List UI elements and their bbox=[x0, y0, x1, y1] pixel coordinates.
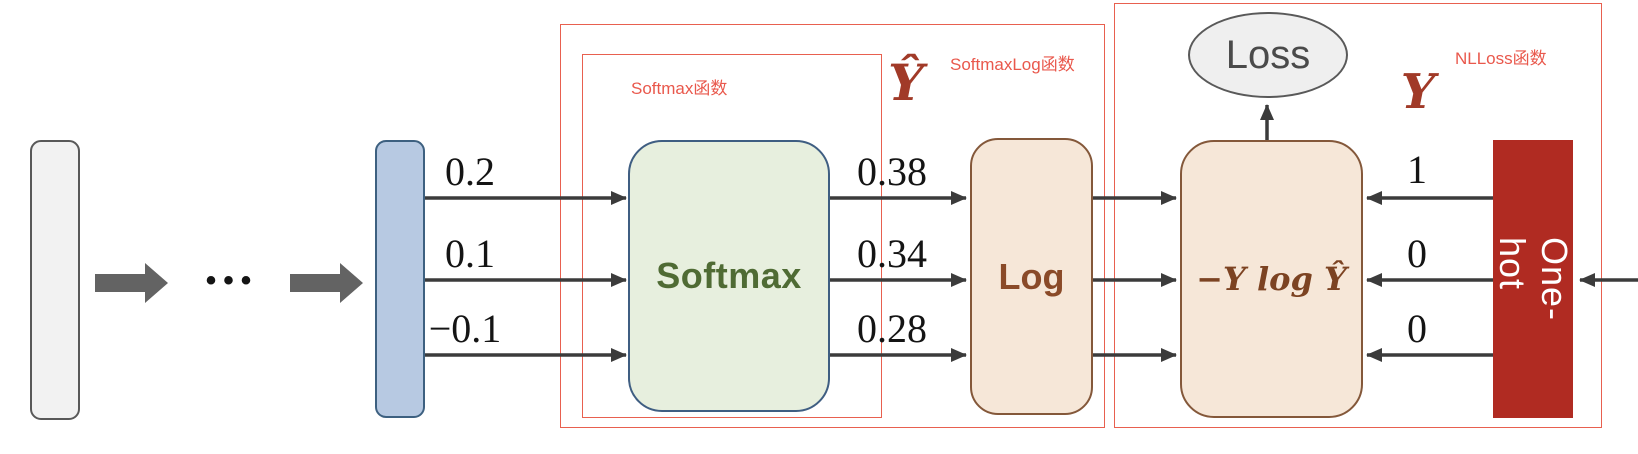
softmaxlog-fn-outline bbox=[560, 24, 1105, 428]
softmaxlog-fn-label: SoftmaxLog函数 bbox=[950, 55, 1075, 74]
softmax-fn-label: Softmax函数 bbox=[631, 79, 728, 98]
input-vector-bar bbox=[30, 140, 80, 420]
block-arrow-2 bbox=[290, 263, 363, 303]
softmax-node: Softmax bbox=[628, 140, 830, 412]
block-arrow-1 bbox=[95, 263, 168, 303]
nlloss-fn-label: NLLoss函数 bbox=[1455, 49, 1547, 68]
ellipsis-dots: ••• bbox=[205, 264, 259, 297]
log-node: Log bbox=[970, 138, 1093, 415]
y-true-symbol: Y bbox=[1400, 64, 1436, 120]
target-value-3: 0 bbox=[1407, 306, 1427, 351]
nll-formula-label: −Y log Ŷ bbox=[1196, 260, 1347, 298]
log-node-label: Log bbox=[998, 255, 1065, 297]
y-hat-symbol: Ŷ bbox=[888, 53, 924, 112]
prob-value-1: 0.38 bbox=[857, 149, 927, 194]
loss-node-label: Loss bbox=[1225, 32, 1311, 77]
softmax-fn-outline bbox=[582, 54, 882, 418]
nlloss-fn-outline bbox=[1114, 3, 1602, 428]
softmax-node-label: Softmax bbox=[656, 255, 802, 296]
prob-value-2: 0.34 bbox=[857, 231, 927, 276]
target-value-2: 0 bbox=[1407, 231, 1427, 276]
logit-value-3: −0.1 bbox=[428, 306, 502, 351]
logit-value-1: 0.2 bbox=[445, 149, 495, 194]
loss-node: Loss bbox=[1188, 12, 1348, 98]
logits-vector-bar bbox=[375, 140, 425, 418]
onehot-node: One-hot bbox=[1492, 140, 1575, 418]
logit-value-2: 0.1 bbox=[445, 231, 495, 276]
nll-node: −Y log Ŷ bbox=[1180, 140, 1363, 418]
target-value-1: 1 bbox=[1407, 147, 1427, 192]
prob-value-3: 0.28 bbox=[857, 306, 927, 351]
